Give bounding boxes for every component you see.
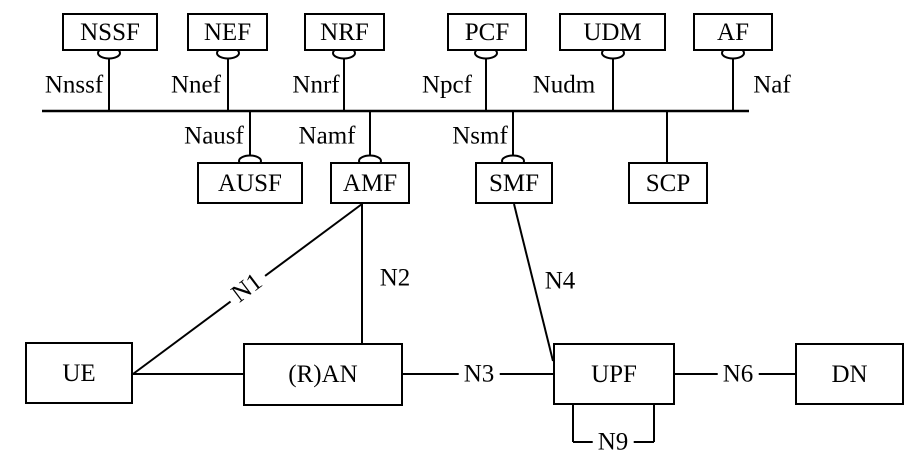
reference-point-label-n2: N2 bbox=[379, 264, 411, 292]
node-smf: SMF bbox=[475, 162, 553, 204]
node-ausf-label: AUSF bbox=[218, 169, 282, 197]
interface-label-nausf: Nausf bbox=[184, 122, 244, 150]
node-scp: SCP bbox=[628, 162, 708, 204]
node-amf: AMF bbox=[330, 162, 410, 204]
node-upf-label: UPF bbox=[591, 360, 637, 388]
interface-label-npcf: Npcf bbox=[422, 71, 472, 99]
node-ausf: AUSF bbox=[197, 162, 303, 204]
top-row-connectors bbox=[108, 51, 734, 111]
node-dn: DN bbox=[795, 343, 904, 405]
node-nrf-label: NRF bbox=[320, 18, 369, 46]
node-nef-label: NEF bbox=[203, 18, 252, 46]
node-upf: UPF bbox=[553, 343, 675, 405]
n4-link bbox=[513, 203, 554, 362]
node-af: AF bbox=[693, 13, 773, 51]
node-nssf: NSSF bbox=[62, 13, 158, 51]
node-ue: UE bbox=[25, 342, 133, 404]
node-scp-label: SCP bbox=[645, 169, 691, 197]
node-ue-label: UE bbox=[62, 359, 96, 387]
node-udm: UDM bbox=[559, 13, 666, 51]
node-amf-label: AMF bbox=[342, 169, 398, 197]
reference-point-label-n3: N3 bbox=[458, 361, 500, 387]
node-ran: (R)AN bbox=[243, 343, 403, 406]
node-pcf: PCF bbox=[447, 13, 527, 51]
node-nssf-label: NSSF bbox=[80, 18, 140, 46]
node-af-label: AF bbox=[717, 18, 749, 46]
interface-label-nnrf: Nnrf bbox=[292, 71, 340, 99]
interface-label-namf: Namf bbox=[298, 122, 356, 150]
node-ran-label: (R)AN bbox=[288, 361, 358, 388]
interface-label-nnef: Nnef bbox=[171, 71, 221, 99]
interface-label-nnssf: Nnssf bbox=[44, 71, 104, 99]
reference-point-label-n4: N4 bbox=[544, 267, 576, 295]
reference-point-label-n6: N6 bbox=[717, 361, 759, 387]
node-dn-label: DN bbox=[831, 360, 868, 388]
node-udm-label: UDM bbox=[583, 18, 642, 46]
node-nef: NEF bbox=[187, 13, 268, 51]
node-nrf: NRF bbox=[304, 13, 385, 51]
interface-label-nsmf: Nsmf bbox=[452, 122, 508, 150]
node-smf-label: SMF bbox=[488, 169, 540, 197]
interface-label-naf: Naf bbox=[753, 71, 791, 99]
node-pcf-label: PCF bbox=[464, 18, 510, 46]
interface-label-nudm: Nudm bbox=[532, 71, 596, 99]
reference-point-label-n9: N9 bbox=[592, 429, 634, 455]
